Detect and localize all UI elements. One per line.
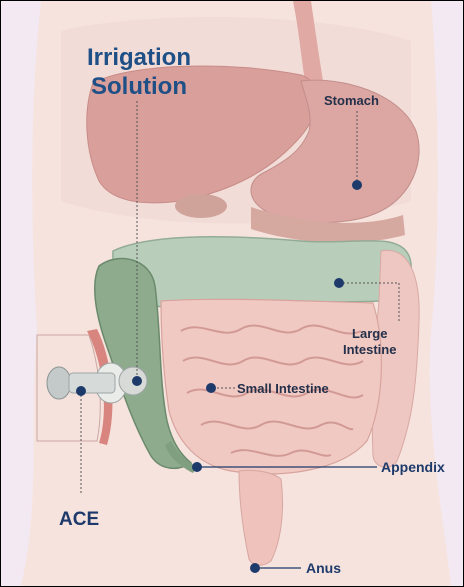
ace-dot: [76, 386, 86, 396]
title-line-1: Irrigation: [79, 43, 199, 72]
anus-label: Anus: [306, 560, 341, 576]
ace-label: ACE: [59, 509, 99, 531]
transverse-colon: [113, 237, 411, 307]
large-intestine-dot: [334, 278, 344, 288]
large-intestine-label: Large Intestine: [343, 326, 396, 358]
large-intestine-line-1: Large: [343, 326, 396, 342]
title-line-2: Solution: [79, 72, 199, 101]
stomach-label: Stomach: [324, 93, 379, 108]
large-intestine-line-2: Intestine: [343, 342, 396, 358]
anus-dot: [250, 563, 260, 573]
irrigation-dot: [132, 376, 142, 386]
small-intestine-label: Small Intestine: [237, 381, 329, 396]
small-intestine-dot: [206, 383, 216, 393]
appendix-label: Appendix: [381, 459, 445, 475]
irrigation-solution-title: Irrigation Solution: [79, 43, 199, 101]
gallbladder: [175, 194, 227, 218]
stomach-dot: [352, 180, 362, 190]
appendix-dot: [192, 462, 202, 472]
